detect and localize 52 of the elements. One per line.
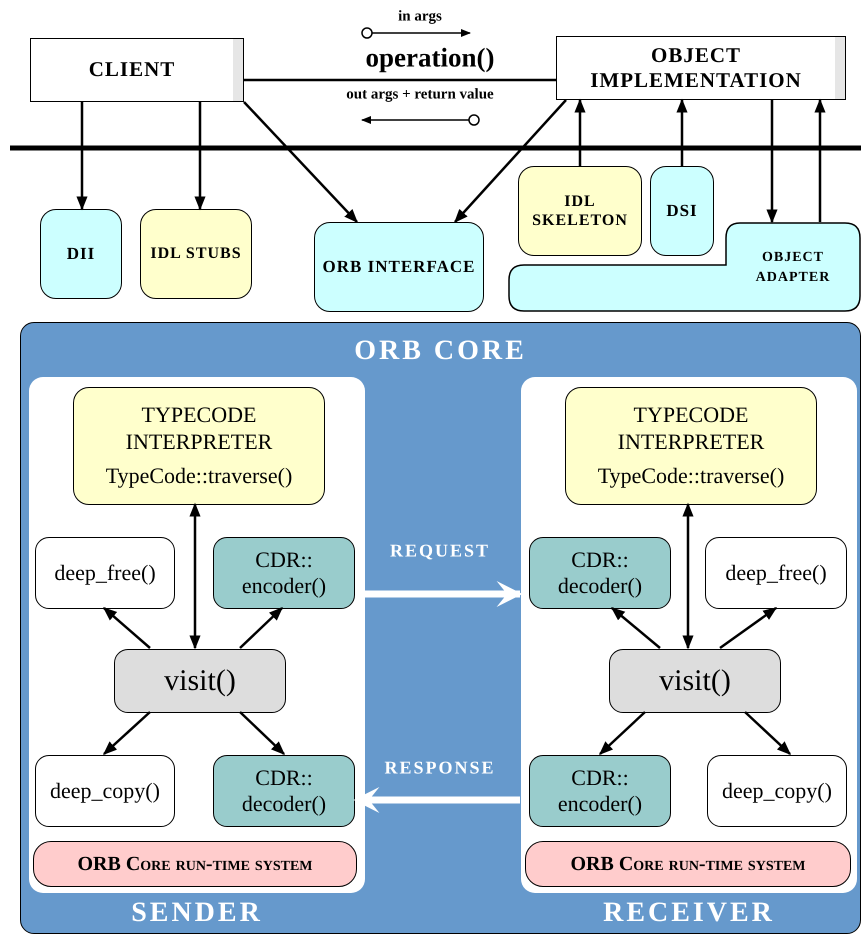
box-label: OBJECT ADAPTER — [754, 249, 832, 287]
arrow — [454, 99, 567, 224]
arrow — [102, 711, 151, 755]
box-heading: TYPECODE INTERPRETER — [124, 402, 274, 456]
interpreter-box — [565, 387, 817, 505]
component-box: ORB INTERFACE — [314, 222, 484, 312]
argument-label: in args — [398, 8, 442, 26]
panel-heading: SENDER — [130, 897, 264, 929]
arrow — [239, 607, 284, 649]
arrow — [243, 101, 358, 224]
interpreter-box — [73, 387, 325, 505]
arrow — [189, 502, 201, 650]
component-box: DSI — [650, 166, 714, 256]
core-panel — [20, 322, 861, 934]
component-box: IDL SKELETON — [518, 166, 642, 256]
function-box: deep_copy() — [35, 755, 175, 827]
method-text: TypeCode::traverse() — [596, 463, 786, 490]
arrow — [744, 711, 792, 755]
arrow — [102, 607, 151, 649]
function-box: deep_copy() — [707, 755, 847, 827]
connector-line — [244, 78, 556, 82]
component-box: DII — [40, 209, 122, 299]
arrow — [76, 102, 88, 210]
function-box: deep_free() — [705, 537, 847, 609]
runtime-box: ORB Core run-time system — [33, 841, 357, 887]
component-box: CLIENT — [30, 38, 244, 102]
runtime-box: ORB Core run-time system — [525, 841, 851, 887]
function-box: visit() — [609, 649, 781, 713]
method-text: TypeCode::traverse() — [104, 463, 294, 490]
function-box: CDR:: decoder() — [213, 755, 355, 827]
function-box: CDR:: encoder() — [213, 537, 355, 609]
component-box: OBJECT IMPLEMENTATION — [556, 36, 846, 100]
arrow — [194, 102, 206, 210]
arrow — [676, 98, 688, 166]
panel-heading: RECEIVER — [602, 897, 776, 929]
function-box: visit() — [114, 649, 286, 713]
arrow — [610, 607, 661, 649]
arrow — [814, 98, 826, 222]
function-box: deep_free() — [35, 537, 175, 609]
arrow — [353, 787, 520, 813]
box-heading: TYPECODE INTERPRETER — [616, 402, 766, 456]
arrow — [598, 711, 646, 755]
function-box: CDR:: encoder() — [529, 755, 671, 827]
arrow — [682, 502, 694, 650]
arrow — [719, 606, 778, 650]
arrow — [239, 711, 286, 755]
arrow — [574, 98, 586, 166]
function-box: CDR:: decoder() — [529, 537, 671, 609]
argument-label: out args + return value — [346, 86, 494, 104]
panel-title: ORB CORE — [353, 335, 528, 367]
arrow — [766, 100, 778, 224]
component-box: IDL STUBS — [140, 209, 252, 299]
